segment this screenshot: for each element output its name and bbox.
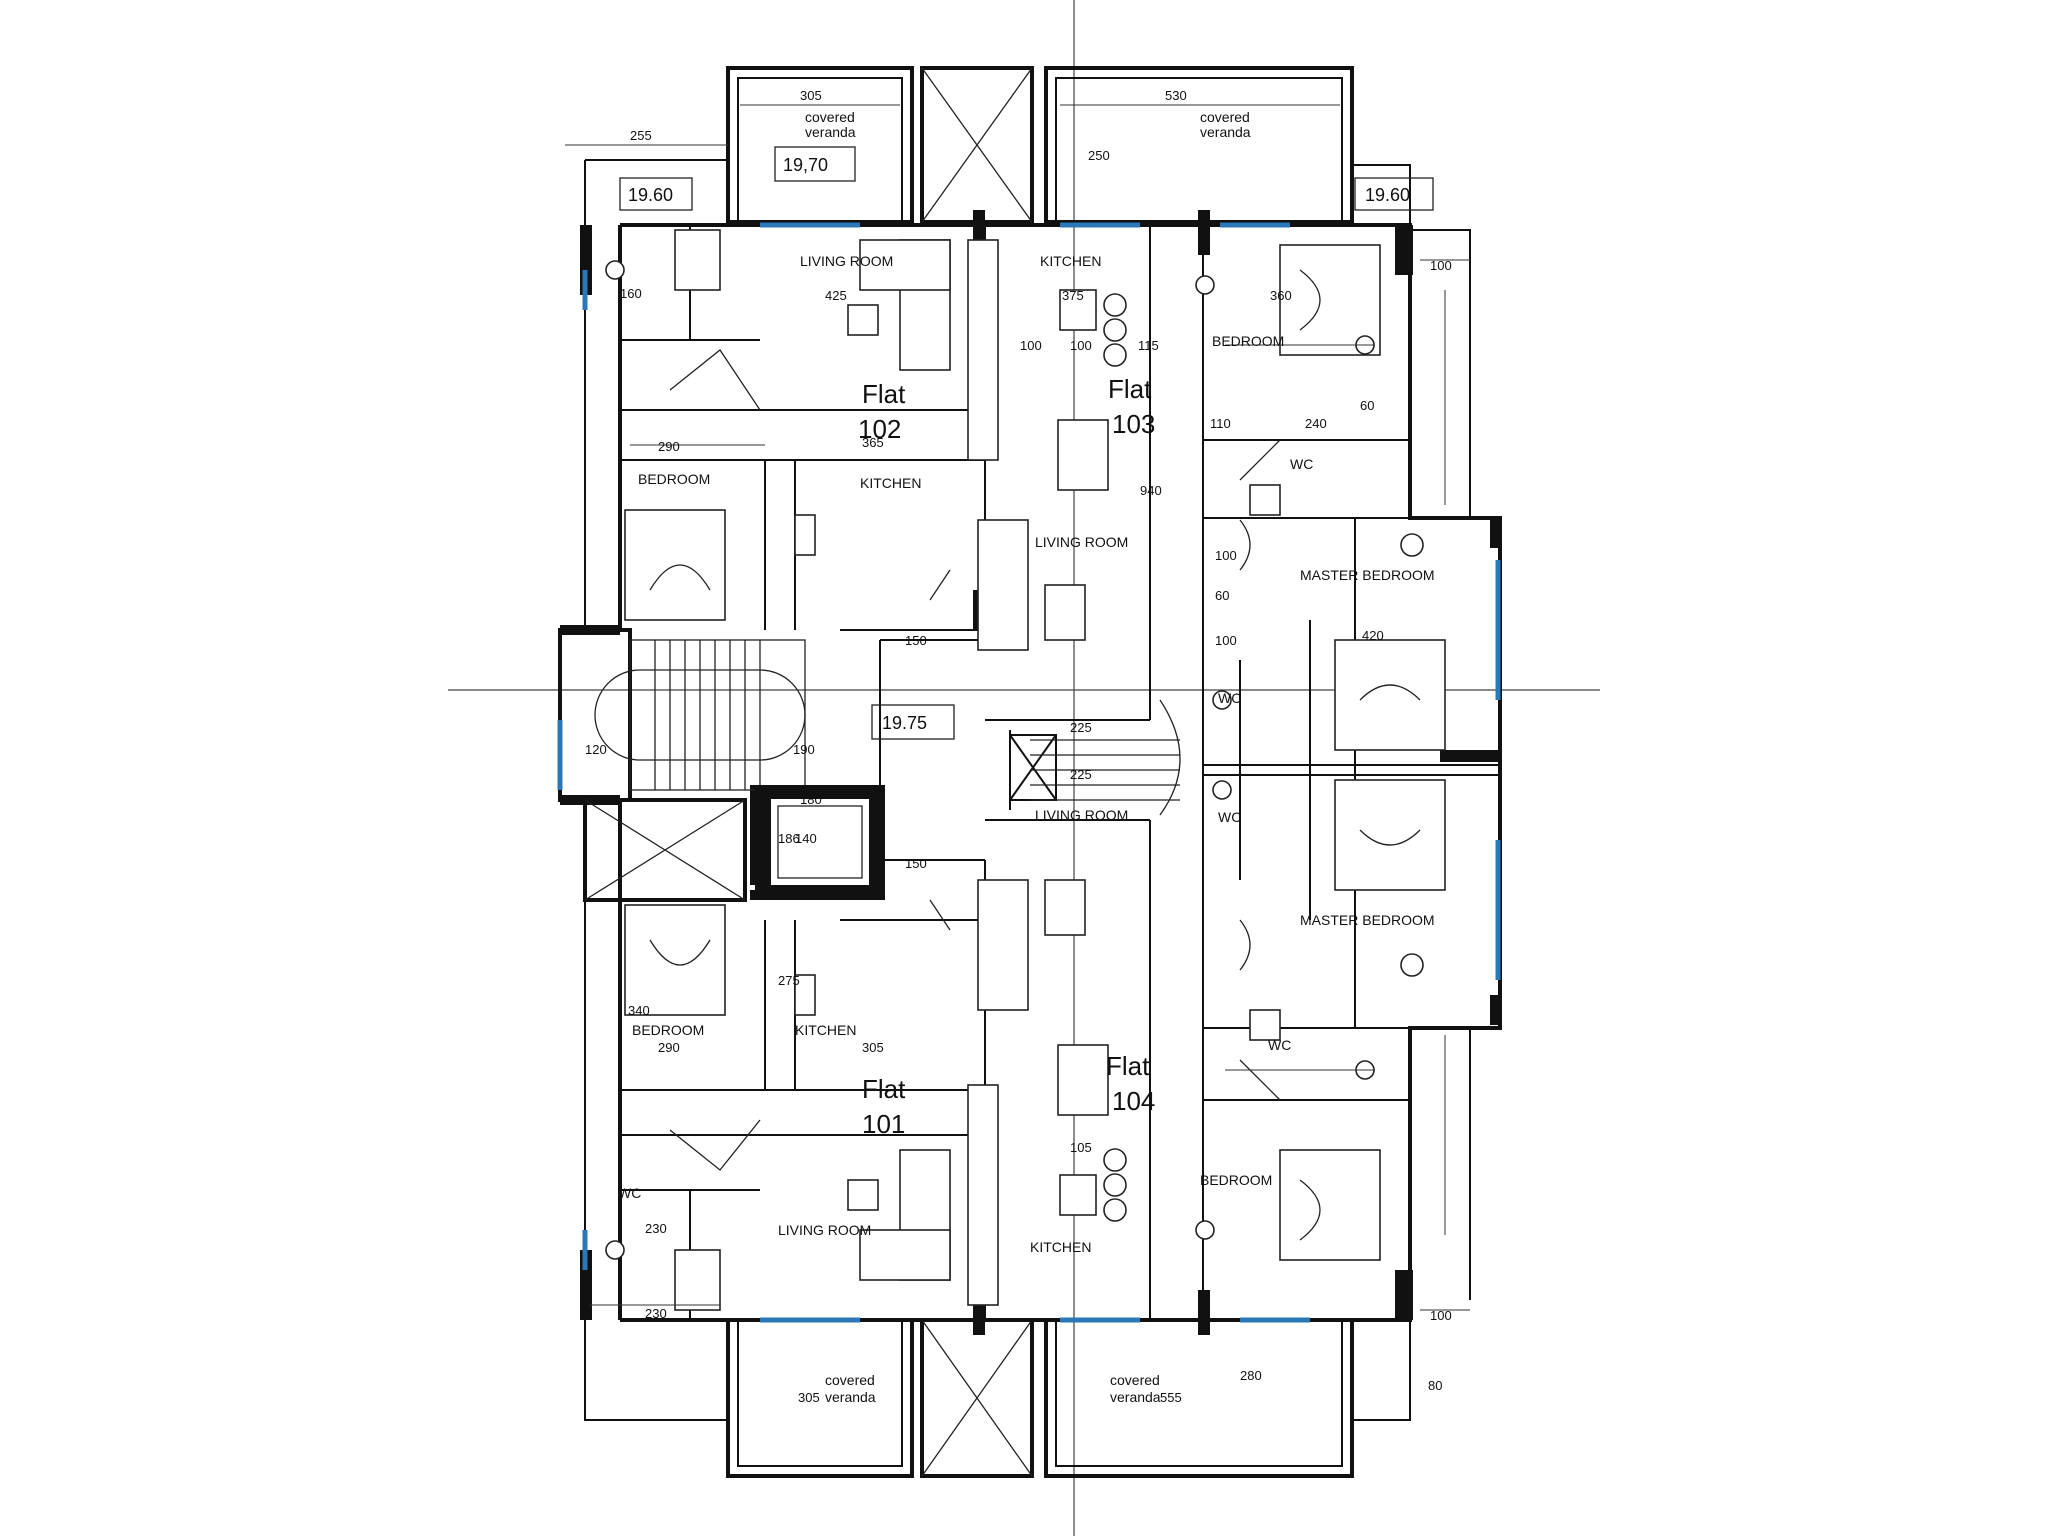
staircase-central <box>1030 699 1181 816</box>
dim-365: 365 <box>862 435 884 450</box>
dim-305-kitchen: 305 <box>862 1040 884 1055</box>
room-label-master-104: MASTER BEDROOM <box>1300 912 1435 928</box>
dim-100-a: 100 <box>1020 338 1042 353</box>
dimension-labels: 255 305 530 250 160 425 375 100 100 115 … <box>585 88 1452 1405</box>
flat-103-word: Flat <box>1108 374 1152 404</box>
dim-110-top: 110 <box>1210 416 1231 431</box>
room-label-living-101: LIVING ROOM <box>778 1222 871 1238</box>
level-19-60-left: 19.60 <box>628 185 673 205</box>
dim-240-top: 240 <box>1305 416 1327 431</box>
dim-360-top: 360 <box>1270 288 1292 303</box>
windows <box>557 222 1501 1323</box>
room-label-kitchen-104: KITCHEN <box>1030 1239 1091 1255</box>
dim-230-a: 230 <box>645 1221 667 1236</box>
room-label-bedroom-102: BEDROOM <box>638 471 710 487</box>
elevator <box>755 785 885 900</box>
room-label-bedroom-101: BEDROOM <box>632 1022 704 1038</box>
room-label-kitchen-103: KITCHEN <box>1040 253 1101 269</box>
room-label-living-102: LIVING ROOM <box>800 253 893 269</box>
flat-101-word: Flat <box>862 1074 906 1104</box>
veranda-label-bl-veranda: veranda <box>825 1389 876 1405</box>
beds <box>624 244 1446 1261</box>
dim-60-top: 60 <box>1360 398 1374 413</box>
dim-150-a: 150 <box>905 633 927 648</box>
veranda-label-bl-covered: covered <box>825 1372 875 1388</box>
dim-940-top: 940 <box>1140 483 1162 498</box>
room-label-kitchen-101: KITCHEN <box>795 1022 856 1038</box>
dim-555: 555 <box>1160 1390 1182 1405</box>
level-markers: 19.60 19,70 19.60 19.75 <box>619 146 1434 740</box>
dim-100-c: 100 <box>1215 548 1237 563</box>
staircase-left <box>594 639 806 791</box>
door-swings <box>669 349 1281 1171</box>
dim-180: 180 <box>800 792 822 807</box>
flat-101-number: 101 <box>862 1109 905 1139</box>
flat-labels: Flat 102 Flat 103 Flat 101 Flat 104 <box>858 374 1155 1139</box>
veranda-label-tr-veranda: veranda <box>1200 124 1251 140</box>
dim-255: 255 <box>630 128 652 143</box>
level-19-70: 19,70 <box>783 155 828 175</box>
room-label-kitchen-102: KITCHEN <box>860 475 921 491</box>
dim-425-top: 425 <box>825 288 847 303</box>
dim-275: 275 <box>778 973 800 988</box>
dim-186: 186 <box>778 831 800 846</box>
room-label-wc-103b: WC <box>1218 690 1241 706</box>
dim-305-bottom: 305 <box>798 1390 820 1405</box>
dim-375-top: 375 <box>1062 288 1084 303</box>
flat-102-number: 102 <box>858 414 901 444</box>
light-well-left <box>583 798 747 902</box>
room-label-bedroom-103: BEDROOM <box>1212 333 1284 349</box>
dim-190: 190 <box>793 742 815 757</box>
room-labels: LIVING ROOM KITCHEN BEDROOM BEDROOM KITC… <box>618 109 1435 1405</box>
dim-305-top: 305 <box>800 88 822 103</box>
flat-104-word: Flat <box>1106 1051 1150 1081</box>
dim-530: 530 <box>1165 88 1187 103</box>
dim-100-bottom: 100 <box>1430 1308 1452 1323</box>
flat-104-number: 104 <box>1112 1086 1155 1116</box>
dim-120: 120 <box>585 742 607 757</box>
veranda-label-br-covered: covered <box>1110 1372 1160 1388</box>
room-label-bedroom-104: BEDROOM <box>1200 1172 1272 1188</box>
dimension-lines <box>565 104 1470 1311</box>
veranda-label-tr-covered: covered <box>1200 109 1250 125</box>
dim-100-top-right: 100 <box>1430 258 1452 273</box>
dim-100-d: 100 <box>1215 633 1237 648</box>
room-label-living-103: LIVING ROOM <box>1035 534 1128 550</box>
flat-102-word: Flat <box>862 379 906 409</box>
bathroom-fixtures <box>605 229 1424 1311</box>
dim-225-b: 225 <box>1070 767 1092 782</box>
dim-140: 140 <box>795 831 817 846</box>
veranda-label-tl-veranda: veranda <box>805 124 856 140</box>
dim-80: 80 <box>1428 1378 1442 1393</box>
dim-420-top: 420 <box>1362 628 1384 643</box>
dim-160: 160 <box>620 286 642 301</box>
room-label-wc-103a: WC <box>1290 456 1313 472</box>
flat-103-number: 103 <box>1112 409 1155 439</box>
room-label-wc-104a: WC <box>1268 1037 1291 1053</box>
dim-100-b: 100 <box>1070 338 1092 353</box>
room-label-wc-104b: WC <box>1218 809 1241 825</box>
dim-230-b: 230 <box>645 1306 667 1321</box>
level-19-75: 19.75 <box>882 713 927 733</box>
veranda-label-tl-covered: covered <box>805 109 855 125</box>
room-label-living-104: LIVING ROOM <box>1035 807 1128 823</box>
dim-280: 280 <box>1240 1368 1262 1383</box>
level-19-60-right: 19.60 <box>1365 185 1410 205</box>
dim-340: 340 <box>628 1003 650 1018</box>
room-label-wc-101: WC <box>618 1185 641 1201</box>
dim-290-top: 290 <box>658 439 680 454</box>
dim-105: 105 <box>1070 1140 1092 1155</box>
living-furniture <box>847 239 1109 1281</box>
dim-115-top: 115 <box>1138 338 1159 353</box>
dim-250: 250 <box>1088 148 1110 163</box>
dim-60-b: 60 <box>1215 588 1229 603</box>
room-label-master-103: MASTER BEDROOM <box>1300 567 1435 583</box>
veranda-label-br-veranda: veranda <box>1110 1389 1161 1405</box>
dim-225-a: 225 <box>1070 720 1092 735</box>
kitchen-fixtures <box>794 239 1127 1306</box>
dim-150-b: 150 <box>905 856 927 871</box>
dim-290-bottom: 290 <box>658 1040 680 1055</box>
